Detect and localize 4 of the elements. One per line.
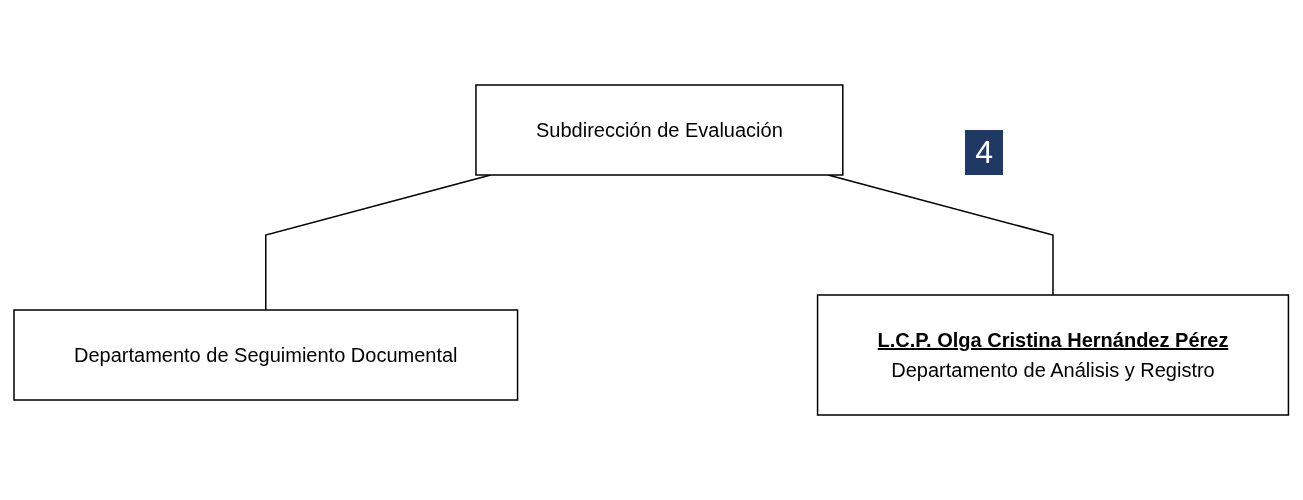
node-box: L.C.P. Olga Cristina Hernández Pérez Departamento de Análisis y Registro <box>817 294 1290 416</box>
step-number: 4 <box>965 130 1003 175</box>
node-box: Departamento de Seguimiento Documental <box>13 309 519 401</box>
node-box: Subdirección de Evaluación <box>475 84 844 176</box>
